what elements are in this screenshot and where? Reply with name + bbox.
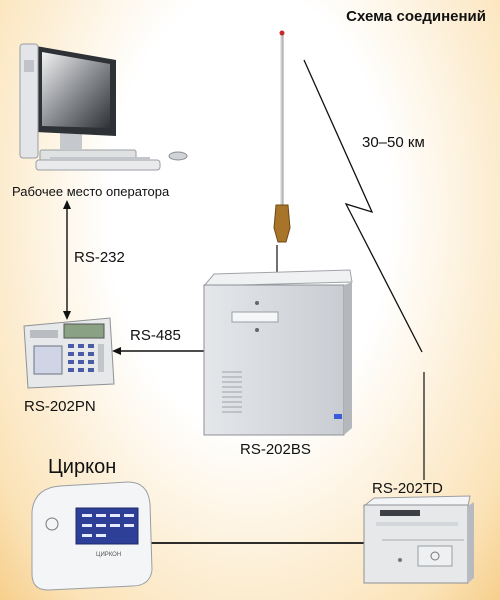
operator-workstation-label: Рабочее место оператора [12, 184, 170, 199]
rs232-link [63, 200, 71, 320]
radio-link-zigzag [303, 59, 423, 353]
rs485-link-label: RS-485 [130, 327, 181, 344]
operator-workstation-icon [19, 43, 188, 171]
rs202pn-label: RS-202PN [24, 398, 96, 415]
rs202td-transmitter-icon [362, 495, 474, 584]
antenna-icon [273, 30, 291, 243]
rs202td-label: RS-202TD [372, 480, 443, 497]
zircon-device-label: ЦИРКОН [96, 552, 121, 558]
rs485-link [112, 347, 206, 355]
rs232-link-label: RS-232 [74, 249, 125, 266]
zircon-label: Циркон [48, 456, 117, 478]
zircon-device-icon: ЦИРКОН [31, 481, 153, 591]
rs202pn-keypad-icon [23, 317, 115, 389]
rs202bs-label: RS-202BS [240, 441, 311, 458]
diagram-title: Схема соединений [346, 8, 486, 25]
rs202bs-base-station-icon [202, 269, 353, 436]
radio-distance-label: 30–50 км [362, 134, 425, 151]
